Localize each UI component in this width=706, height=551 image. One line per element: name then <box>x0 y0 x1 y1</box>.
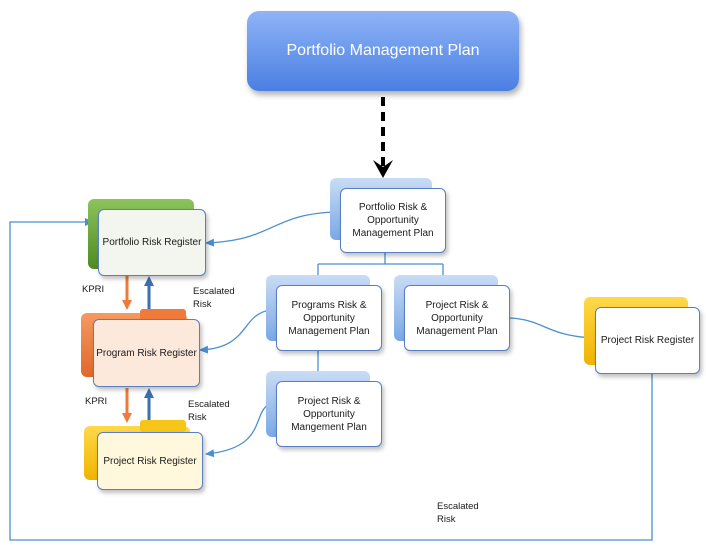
program-register-box: Program Risk Register <box>93 319 200 387</box>
escalated-arrow-head <box>144 388 154 398</box>
project-plan-right-label: Project Risk & Opportunity Management Pl… <box>416 299 498 337</box>
escalated-label-1: Escalated Risk <box>193 286 235 310</box>
curve-arrow <box>509 317 593 342</box>
project-register-left-box: Project Risk Register <box>97 432 203 490</box>
programs-plan-label: Programs Risk & Opportunity Management P… <box>288 299 370 337</box>
programs-plan-box: Programs Risk & Opportunity Management P… <box>276 285 382 351</box>
kpri-arrow-head <box>122 300 132 310</box>
project-plan-lower-box: Project Risk & Opportunity Mangement Pla… <box>276 381 382 447</box>
curve-arrow <box>205 211 334 247</box>
project-plan-right-box: Project Risk & Opportunity Management Pl… <box>404 285 510 351</box>
program-register-tab-top <box>140 309 186 321</box>
project-plan-lower-label: Project Risk & Opportunity Mangement Pla… <box>291 395 367 433</box>
portfolio-register-box: Portfolio Risk Register <box>98 209 206 276</box>
kpri-arrow-head <box>122 413 132 423</box>
escalated-label-3: Escalated Risk <box>437 501 479 525</box>
loop-line <box>9 218 653 541</box>
portfolio-plan-label: Portfolio Risk & Opportunity Management … <box>352 202 434 239</box>
project-register-left-tab-top <box>140 420 186 432</box>
kpri-label-2: KPRI <box>85 396 108 407</box>
project-register-right-box: Project Risk Register <box>595 307 700 374</box>
program-register-label: Program Risk Register <box>96 347 197 359</box>
portfolio-management-plan-box: Portfolio Management Plan <box>247 11 519 91</box>
project-register-right-label: Project Risk Register <box>600 335 695 346</box>
portfolio-plan-box: Portfolio Risk & Opportunity Management … <box>340 188 446 253</box>
curve-arrow <box>199 309 271 354</box>
portfolio-register-label: Portfolio Risk Register <box>102 237 202 248</box>
portfolio-management-plan-title: Portfolio Management Plan <box>286 42 480 59</box>
escalated-label-2: Escalated Risk <box>188 399 230 423</box>
dashed-arrow-head <box>373 160 393 178</box>
kpri-label-1: KPRI <box>82 284 105 295</box>
project-register-left-label: Project Risk Register <box>103 455 197 467</box>
escalated-arrow-head <box>144 276 154 286</box>
